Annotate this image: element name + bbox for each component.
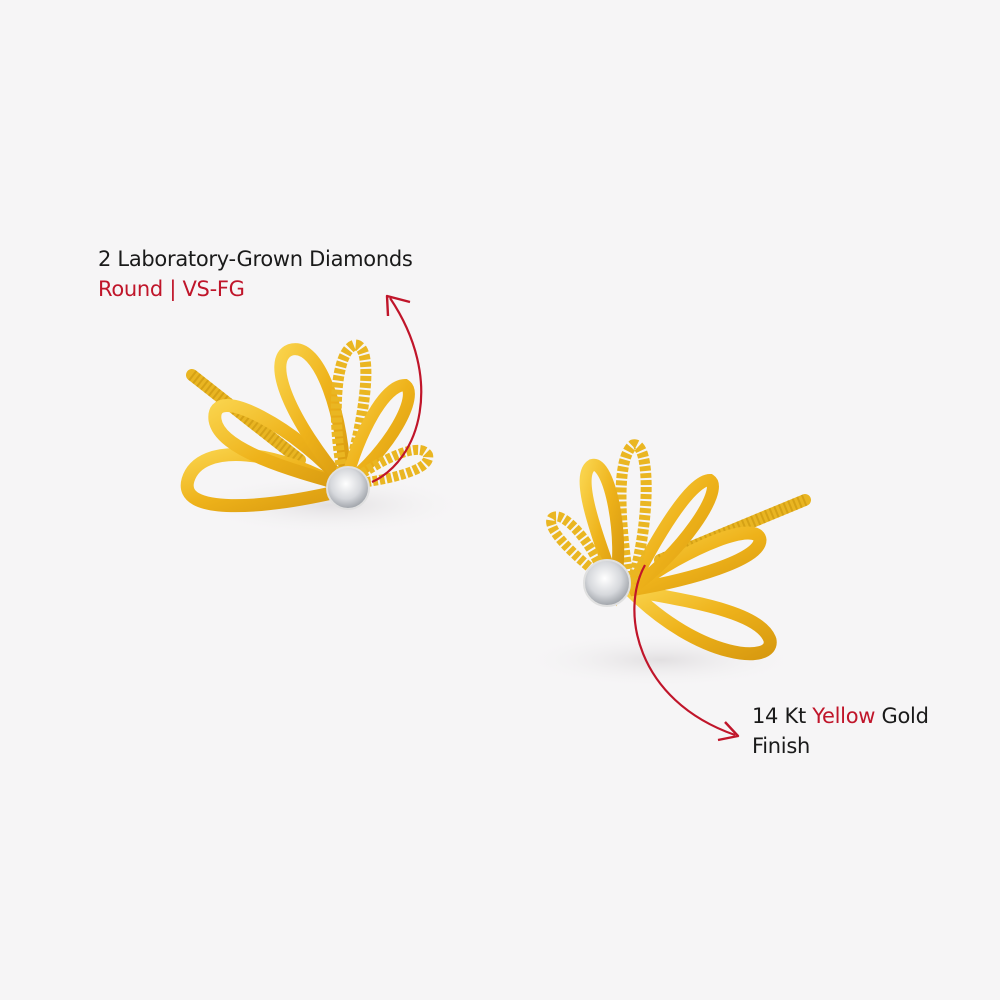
right-diamond (583, 559, 631, 607)
metal-color: Yellow (812, 704, 876, 728)
right-earring (520, 439, 811, 688)
diamond-clarity: VS-FG (182, 277, 245, 301)
diamond-spec-text: Round | VS-FG (98, 274, 413, 304)
metal-purity: 14 Kt (752, 704, 813, 728)
metal-annotation: 14 Kt Yellow Gold Finish (752, 701, 929, 761)
curved-arrow-icon (371, 294, 423, 483)
metal-type: Gold (875, 704, 929, 728)
curved-arrow-icon (633, 564, 740, 742)
left-earring (180, 339, 470, 535)
diamond-count-text: 2 Laboratory-Grown Diamonds (98, 247, 413, 271)
left-diamond (326, 466, 370, 510)
metal-line-1: 14 Kt Yellow Gold (752, 701, 929, 731)
metal-finish: Finish (752, 734, 810, 758)
diamond-annotation: 2 Laboratory-Grown Diamonds Round | VS-F… (98, 244, 413, 304)
spec-separator: | (162, 277, 183, 301)
diamond-shape: Round (98, 277, 163, 301)
